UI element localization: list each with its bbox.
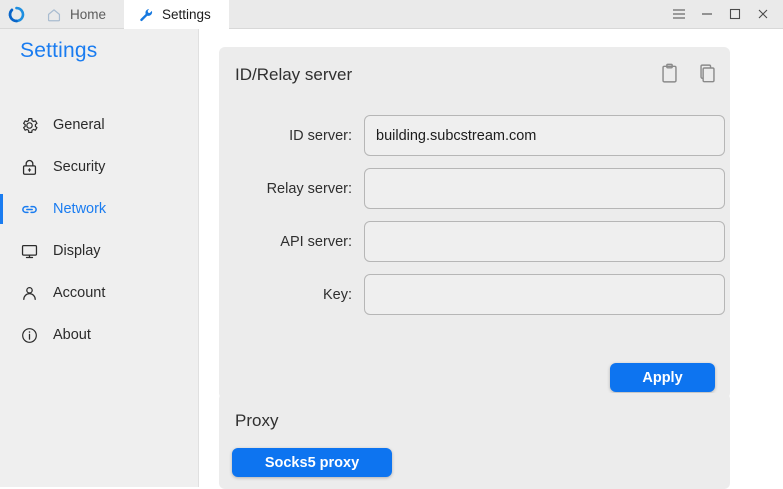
api-server-label: API server: [219, 234, 364, 250]
sidebar-item-display[interactable]: Display [0, 230, 199, 272]
sidebar-item-security-label: Security [53, 159, 105, 175]
maximize-icon [728, 8, 742, 20]
close-icon [756, 8, 770, 20]
tab-home-label: Home [70, 7, 106, 22]
sidebar-item-general[interactable]: General [0, 104, 199, 146]
window-controls [665, 0, 783, 28]
home-icon [46, 7, 62, 23]
field-row-id-server: ID server: [219, 109, 730, 162]
id-relay-server-title: ID/Relay server [235, 65, 352, 85]
field-row-api-server: API server: [219, 215, 730, 268]
sidebar-title: Settings [20, 39, 97, 63]
settings-content: ID/Relay server ID server: [200, 29, 783, 487]
id-relay-card-actions [658, 61, 718, 85]
maximize-button[interactable] [721, 0, 749, 29]
info-icon [20, 326, 39, 345]
sidebar-item-network-label: Network [53, 201, 106, 217]
link-icon [20, 200, 39, 219]
monitor-icon [20, 242, 39, 261]
sidebar: Settings General Security Network [0, 29, 199, 487]
api-server-input[interactable] [364, 221, 725, 262]
id-server-input[interactable] [364, 115, 725, 156]
person-icon [20, 284, 39, 303]
proxy-card: Proxy Socks5 proxy [219, 393, 730, 489]
sidebar-item-network[interactable]: Network [0, 188, 199, 230]
gear-icon [20, 116, 39, 135]
proxy-title: Proxy [235, 411, 278, 431]
sidebar-item-general-label: General [53, 117, 105, 133]
minimize-button[interactable] [693, 0, 721, 29]
sidebar-item-about-label: About [53, 327, 91, 343]
minimize-icon [700, 8, 714, 20]
id-relay-form: ID server: Relay server: API server: Key… [219, 109, 730, 321]
id-server-label: ID server: [219, 128, 364, 144]
sidebar-nav: General Security Network Display [0, 104, 199, 356]
tab-settings-label: Settings [162, 7, 211, 22]
sidebar-item-account-label: Account [53, 285, 105, 301]
sidebar-item-account[interactable]: Account [0, 272, 199, 314]
lock-icon [20, 158, 39, 177]
hamburger-icon [672, 8, 686, 20]
copy-icon [698, 63, 717, 84]
apply-button[interactable]: Apply [610, 363, 715, 392]
title-bar: Home Settings [0, 0, 783, 29]
clipboard-icon [660, 63, 679, 84]
socks5-proxy-button[interactable]: Socks5 proxy [232, 448, 392, 477]
field-row-relay-server: Relay server: [219, 162, 730, 215]
menu-button[interactable] [665, 0, 693, 29]
field-row-key: Key: [219, 268, 730, 321]
relay-server-label: Relay server: [219, 181, 364, 197]
tab-home[interactable]: Home [32, 0, 124, 29]
id-relay-server-card: ID/Relay server ID server: [219, 47, 730, 399]
key-input[interactable] [364, 274, 725, 315]
app-logo [0, 0, 32, 28]
wrench-icon [138, 7, 154, 23]
key-label: Key: [219, 287, 364, 303]
close-button[interactable] [749, 0, 777, 29]
sidebar-item-about[interactable]: About [0, 314, 199, 356]
sidebar-item-security[interactable]: Security [0, 146, 199, 188]
tab-settings[interactable]: Settings [124, 0, 229, 29]
copy-button[interactable] [696, 61, 718, 85]
title-bar-spacer [229, 0, 665, 28]
refresh-circle-logo-icon [8, 6, 25, 23]
paste-button[interactable] [658, 61, 680, 85]
sidebar-item-display-label: Display [53, 243, 101, 259]
relay-server-input[interactable] [364, 168, 725, 209]
